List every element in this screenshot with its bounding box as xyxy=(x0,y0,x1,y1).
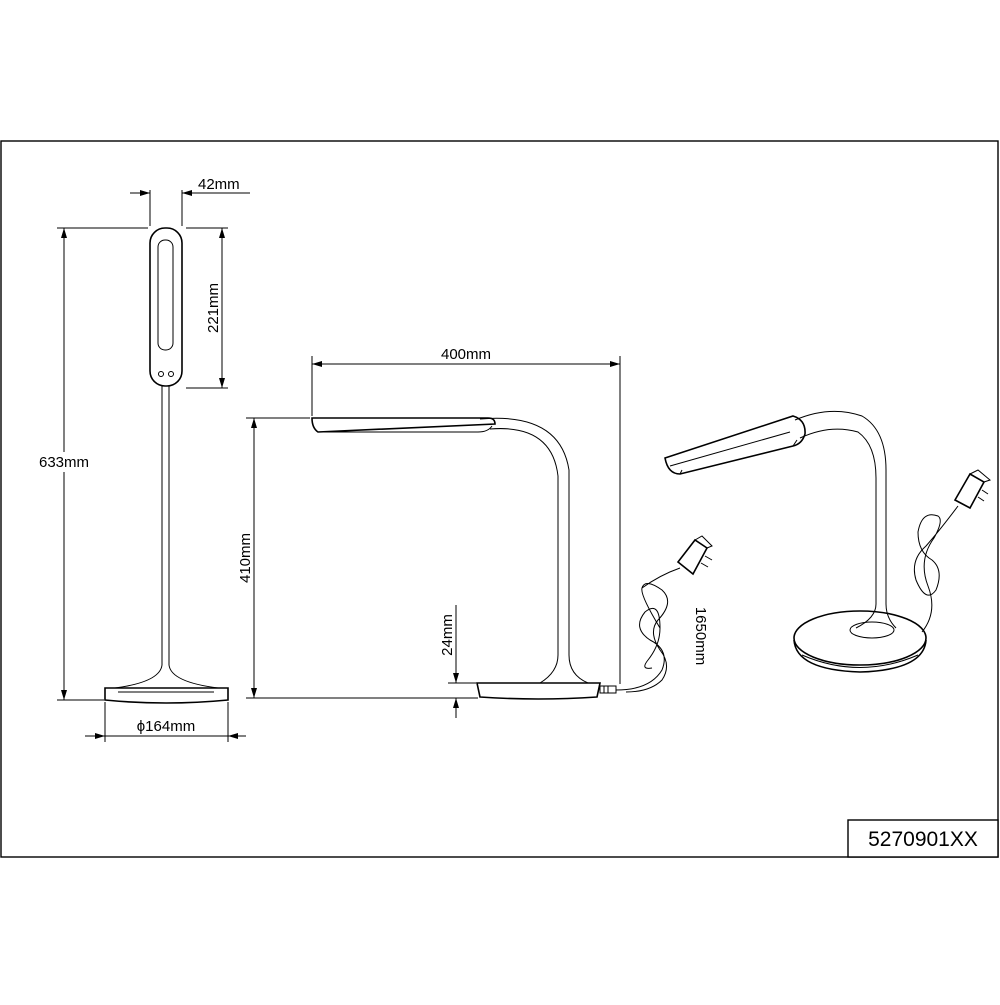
dim-head-height: 221mm xyxy=(186,227,228,389)
drawing-frame xyxy=(0,140,999,858)
perspective-arm-outer xyxy=(794,410,897,629)
svg-text:24mm: 24mm xyxy=(439,614,456,656)
front-stem-flare xyxy=(114,664,219,689)
perspective-base xyxy=(793,610,927,673)
product-code-box: 5270901XX xyxy=(847,819,999,858)
side-arm-inner xyxy=(489,428,559,684)
front-lamp-head xyxy=(149,227,183,387)
svg-text:ϕ164mm: ϕ164mm xyxy=(137,718,195,735)
front-light-panel xyxy=(157,239,174,351)
perspective-arm-inner xyxy=(799,428,877,629)
perspective-view xyxy=(664,410,992,673)
side-view xyxy=(311,417,713,700)
dim-base-height: 24mm xyxy=(439,605,476,718)
svg-text:221mm: 221mm xyxy=(205,283,222,333)
perspective-adapter xyxy=(953,469,992,510)
front-view xyxy=(104,227,229,704)
perspective-lamp-head xyxy=(664,415,806,475)
side-lamp-head xyxy=(311,417,496,433)
front-button-right xyxy=(168,371,174,377)
front-base xyxy=(104,687,229,704)
dim-base-diameter: ϕ164mm xyxy=(85,702,246,742)
dim-cable-length: 1650mm xyxy=(692,607,709,665)
side-arm-outer xyxy=(479,417,589,684)
side-base xyxy=(476,682,601,700)
dim-arm-length: 400mm xyxy=(311,346,621,684)
perspective-cable xyxy=(913,505,959,633)
side-adapter xyxy=(676,535,713,576)
svg-text:400mm: 400mm xyxy=(441,346,491,363)
svg-text:42mm: 42mm xyxy=(198,176,240,193)
dim-lamp-height: 410mm xyxy=(237,417,478,699)
dim-total-height: 633mm xyxy=(28,227,148,701)
side-cable xyxy=(615,583,669,693)
svg-text:410mm: 410mm xyxy=(237,533,254,583)
svg-text:1650mm: 1650mm xyxy=(692,607,709,665)
dim-head-width: 42mm xyxy=(130,176,250,226)
svg-text:633mm: 633mm xyxy=(39,454,89,471)
product-code: 5270901XX xyxy=(868,828,978,851)
front-button-left xyxy=(158,371,164,377)
